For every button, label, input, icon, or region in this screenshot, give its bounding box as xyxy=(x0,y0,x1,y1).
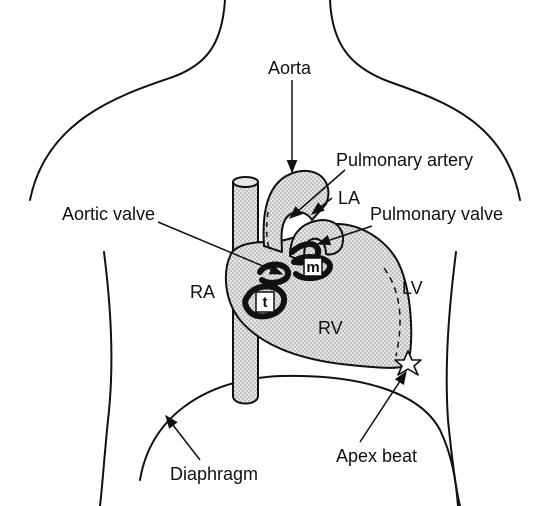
apex-beat-arrow xyxy=(360,372,406,442)
vena-cava-top xyxy=(233,177,258,187)
label-aortic-valve: Aortic valve xyxy=(62,204,155,224)
torso-left-side xyxy=(100,252,111,506)
tricuspid-letter: t xyxy=(263,294,268,311)
label-pulmonary-valve: Pulmonary valve xyxy=(370,204,503,224)
diaphragm-dome xyxy=(140,376,458,506)
mitral-letter: m xyxy=(306,259,319,276)
label-diaphragm: Diaphragm xyxy=(170,464,258,484)
label-aorta: Aorta xyxy=(268,58,312,78)
torso-left-shoulder xyxy=(30,0,225,200)
label-pulmonary-artery: Pulmonary artery xyxy=(336,150,473,170)
label-lv: LV xyxy=(402,278,423,298)
label-ra: RA xyxy=(190,282,215,302)
diaphragm-arrow xyxy=(166,416,200,460)
label-rv: RV xyxy=(318,318,343,338)
label-la: LA xyxy=(338,188,360,208)
torso-right-shoulder xyxy=(330,0,520,200)
label-apex-beat: Apex beat xyxy=(336,446,417,466)
